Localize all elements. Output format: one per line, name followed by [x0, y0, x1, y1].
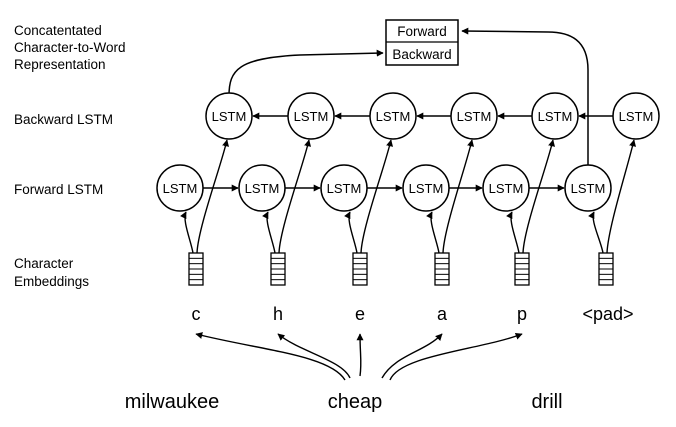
word-to-char-arrow [356, 333, 364, 377]
forward-lstm-node: LSTM [156, 164, 204, 212]
word-label: milwaukee [125, 391, 219, 413]
embedding-to-forward-arrow [506, 211, 520, 254]
concat-label-line3: Representation [14, 57, 106, 72]
embedding-to-backward-arrow [442, 139, 474, 254]
forward-lstm-node: LSTM [482, 164, 530, 212]
embedding-to-forward-arrow [426, 211, 440, 254]
concat-output-box: Forward Backward [385, 19, 459, 66]
forward-lstm-label: Forward LSTM [14, 182, 103, 197]
embedding-to-forward-arrow [588, 211, 604, 254]
lstm-node-label: LSTM [376, 109, 411, 124]
embedding-to-backward-arrow [360, 139, 393, 254]
character-label: e [355, 304, 365, 324]
embeddings-label-line1: Character [14, 256, 74, 271]
forward-lstm-node: LSTM [564, 164, 612, 212]
lstm-node-label: LSTM [489, 181, 524, 196]
character-embedding-vector [514, 252, 530, 286]
lstm-node-label: LSTM [571, 181, 606, 196]
backward-lstm-node: LSTM [369, 92, 417, 140]
character-embedding-vector [434, 252, 450, 286]
concat-label-line2: Character-to-Word [14, 40, 126, 55]
lstm-node-label: LSTM [212, 109, 247, 124]
character-embedding-vector [188, 252, 204, 286]
nodes-layer: LSTM LSTM LSTM LSTM LSTM LSTM LSTM LSTM LSTM LSTM… [125, 92, 660, 413]
lstm-node-label: LSTM [327, 181, 362, 196]
lstm-node-label: LSTM [619, 109, 654, 124]
backward-lstm-node: LSTM [612, 92, 660, 140]
embedding-to-backward-arrow [606, 139, 636, 254]
word-to-char-arrow [389, 332, 523, 381]
character-label: <pad> [582, 304, 633, 324]
embedding-to-forward-arrow [180, 211, 194, 254]
lstm-node-label: LSTM [163, 181, 198, 196]
embedding-to-backward-arrow [278, 139, 311, 254]
forward-lstm-node: LSTM [402, 164, 450, 212]
word-label: drill [531, 391, 562, 413]
edges-layer [180, 112, 636, 381]
backward-lstm-node: LSTM [287, 92, 335, 140]
embedding-to-forward-arrow [344, 211, 358, 254]
lstm-node-label: LSTM [409, 181, 444, 196]
lstm-node-label: LSTM [245, 181, 280, 196]
lstm-node-label: LSTM [294, 109, 329, 124]
output-forward-label: Forward [397, 24, 447, 39]
word-to-char-arrow [381, 333, 443, 379]
embeddings-label-line2: Embeddings [14, 274, 89, 289]
forward-lstm-node: LSTM [320, 164, 368, 212]
embedding-to-forward-arrow [262, 211, 276, 254]
forward-to-output-arrow [461, 27, 589, 166]
output-backward-label: Backward [392, 47, 451, 62]
character-label: h [273, 304, 283, 324]
word-label: cheap [328, 391, 383, 413]
character-label: p [517, 304, 527, 324]
character-embedding-vector [598, 252, 614, 286]
backward-to-output-arrow [228, 49, 384, 97]
backward-lstm-node: LSTM [205, 92, 253, 140]
backward-lstm-node: LSTM [450, 92, 498, 140]
character-label: c [192, 304, 201, 324]
character-label: a [437, 304, 448, 324]
embedding-to-backward-arrow [522, 139, 555, 254]
lstm-node-label: LSTM [457, 109, 492, 124]
character-embedding-vector [352, 252, 368, 286]
concat-label-line1: Concatentated [14, 23, 102, 38]
backward-lstm-label: Backward LSTM [14, 112, 113, 127]
backward-lstm-node: LSTM [531, 92, 579, 140]
forward-lstm-node: LSTM [238, 164, 286, 212]
embedding-to-backward-arrow [196, 139, 229, 254]
character-embedding-vector [270, 252, 286, 286]
lstm-node-label: LSTM [538, 109, 573, 124]
word-to-char-arrow [277, 333, 351, 379]
word-to-char-arrow [195, 332, 346, 381]
